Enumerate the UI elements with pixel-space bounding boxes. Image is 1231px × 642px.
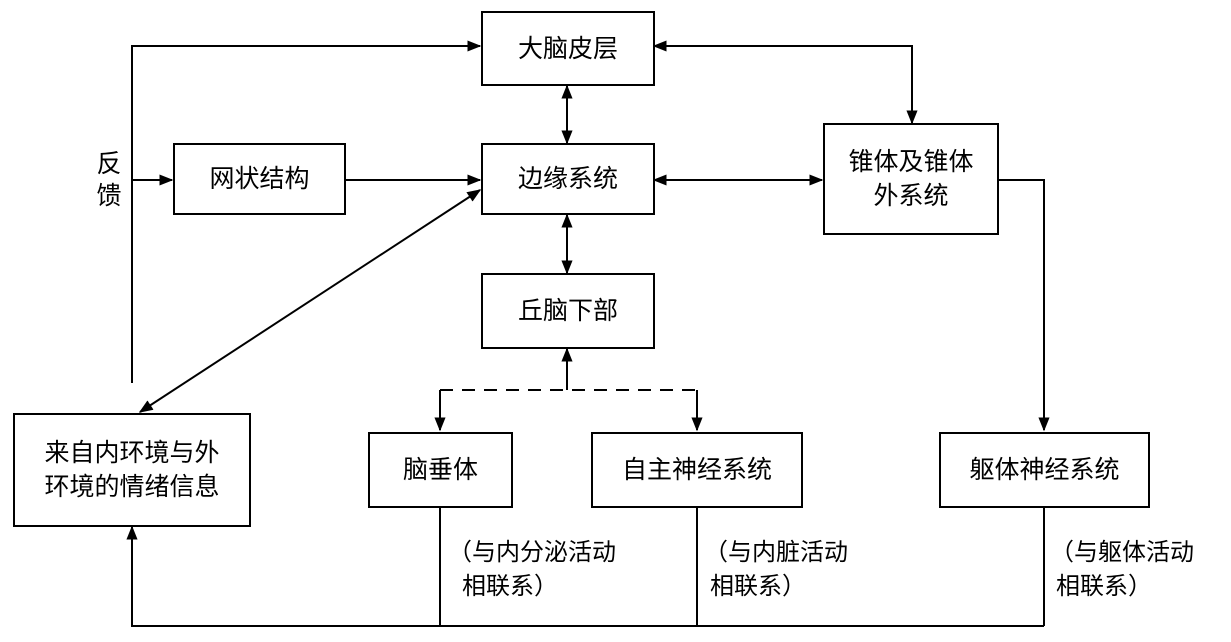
pyramidal-system-box: 锥体及锥体 外系统 — [823, 123, 999, 235]
pituitary-label: 脑垂体 — [402, 455, 478, 484]
emotion-info-label-2: 环境的情绪信息 — [44, 472, 220, 501]
emotion-info-label-1: 来自内环境与外 — [44, 438, 220, 467]
pyramidal-system-label-1: 锥体及锥体 — [848, 147, 974, 176]
feedback-char-1: 反 — [96, 149, 122, 178]
visceral-note-2: 相联系） — [710, 572, 806, 600]
limbic-system-box: 边缘系统 — [481, 143, 655, 215]
arrow-emotion-limbic — [138, 189, 482, 413]
reticular-formation-label: 网状结构 — [209, 164, 310, 193]
body-note-2: 相联系） — [1056, 572, 1152, 600]
endocrine-note-2: 相联系） — [462, 572, 558, 600]
reticular-formation-box: 网状结构 — [173, 143, 346, 215]
arrow-cortex-pyramidal — [652, 40, 918, 125]
somatic-nervous-box: 躯体神经系统 — [939, 432, 1150, 508]
visceral-note: （与内脏活动 相联系） — [704, 535, 848, 603]
body-note: （与躯体活动 相联系） — [1050, 535, 1194, 603]
pituitary-box: 脑垂体 — [368, 432, 513, 508]
cerebral-cortex-label: 大脑皮层 — [517, 33, 618, 63]
hypothalamus-box: 丘脑下部 — [481, 273, 655, 349]
visceral-note-1: （与内脏活动 — [704, 538, 848, 566]
feedback-char-2: 馈 — [96, 181, 122, 210]
hypothalamus-label: 丘脑下部 — [517, 296, 618, 325]
arrow-pyramidal-somatic — [998, 179, 1050, 432]
somatic-nervous-label: 躯体神经系统 — [969, 455, 1120, 484]
endocrine-note: （与内分泌活动 相联系） — [448, 535, 616, 603]
feedback-line — [131, 40, 482, 383]
endocrine-note-1: （与内分泌活动 — [448, 538, 616, 566]
limbic-system-label: 边缘系统 — [517, 164, 618, 193]
pyramidal-system-label-2: 外系统 — [873, 181, 949, 210]
body-note-1: （与躯体活动 — [1050, 538, 1194, 566]
cerebral-cortex-box: 大脑皮层 — [481, 11, 655, 86]
autonomic-nervous-label: 自主神经系统 — [621, 455, 772, 484]
bottom-bus — [126, 525, 1044, 627]
feedback-label: 反 馈 — [95, 148, 123, 212]
autonomic-nervous-box: 自主神经系统 — [591, 432, 803, 508]
emotion-info-box: 来自内环境与外 环境的情绪信息 — [13, 413, 251, 527]
